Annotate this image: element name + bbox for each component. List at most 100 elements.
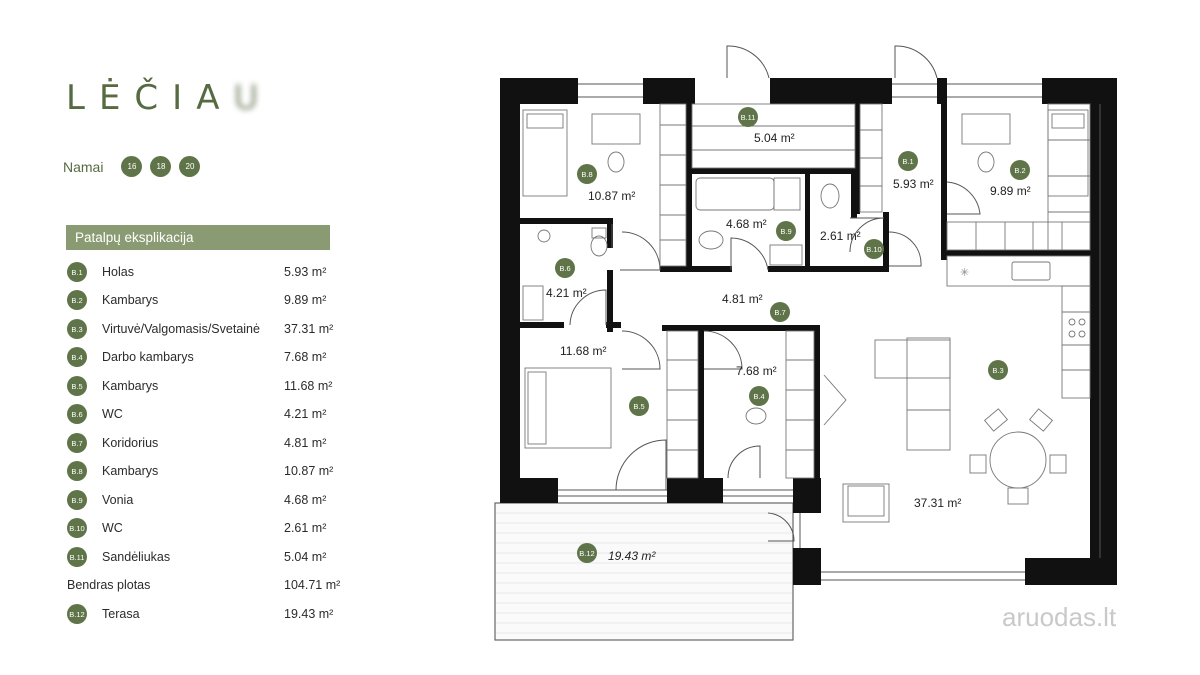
legend-row: B.10 WC 2.61 m² (67, 518, 347, 538)
room-code-badge: B.2 (67, 290, 87, 310)
room-name: Virtuvė/Valgomasis/Svetainė (102, 322, 260, 336)
room-code-badge: B.8 (67, 461, 87, 481)
outer-walls (500, 78, 1117, 585)
room-area-label: 11.68 m² (560, 344, 606, 358)
room-area-label: 4.81 m² (722, 292, 763, 306)
house-badge-16[interactable]: 16 (121, 156, 143, 177)
room-badge-code: B.4 (753, 392, 764, 401)
inner-walls (520, 104, 1090, 483)
room-badge (629, 396, 649, 416)
room-code-badge: B.9 (67, 490, 87, 510)
room-badge-code: B.12 (579, 549, 594, 558)
legend-row: B.11 Sandėliukas 5.04 m² (67, 547, 347, 567)
living-furniture (823, 337, 1067, 523)
room-badge-code: B.8 (581, 170, 592, 179)
room-code-badge: B.7 (67, 433, 87, 453)
room-name: Kambarys (102, 379, 159, 393)
room-area: 37.31 m² (284, 322, 334, 336)
legend-row: B.4 Darbo kambarys 7.68 m² (67, 347, 347, 367)
room-area-label: 4.21 m² (546, 286, 587, 300)
room-badge-code: B.2 (1014, 166, 1025, 175)
room-area-label: 37.31 m² (914, 496, 961, 510)
room-code-badge: B.1 (67, 262, 87, 282)
window-lines (558, 83, 1101, 581)
room-area-label: 9.89 m² (990, 184, 1031, 198)
house-selector-label: Namai (63, 158, 104, 175)
room-area: 4.68 m² (284, 493, 327, 507)
logo-text: LĖČIA (66, 78, 234, 118)
room-badge-code: B.1 (902, 157, 913, 166)
room-code-badge: B.11 (67, 547, 87, 567)
room-area-label: 10.87 m² (588, 189, 635, 203)
room-badge-code: B.9 (780, 227, 791, 236)
room-badge (864, 239, 884, 259)
room-badge (577, 164, 597, 184)
room-name: Sandėliukas (102, 550, 171, 564)
house-badge-20[interactable]: 20 (179, 156, 201, 177)
svg-text:✳: ✳ (960, 266, 969, 279)
room-badge (988, 360, 1008, 380)
legend-total-row: Bendras plotas 104.71 m² (67, 575, 347, 595)
room-area-label: 2.61 m² (820, 229, 861, 243)
room-area: 7.68 m² (284, 350, 327, 364)
room-name: Vonia (102, 493, 134, 507)
room-badge (738, 107, 758, 127)
room-badge (1010, 160, 1030, 180)
room-area: 10.87 m² (284, 464, 334, 478)
kitchen-counter: ✳ (946, 255, 1091, 399)
logo-faded-letter: U (233, 78, 273, 118)
room-area-label: 7.68 m² (736, 364, 777, 378)
room-badge-code: B.6 (559, 264, 570, 273)
room-area: 19.43 m² (284, 607, 334, 621)
door-swings (569, 45, 981, 542)
legend-row: B.8 Kambarys 10.87 m² (67, 461, 347, 481)
house-badge-18[interactable]: 18 (150, 156, 172, 177)
legend-row: B.7 Koridorius 4.81 m² (67, 433, 347, 453)
room-code-badge: B.12 (67, 604, 87, 624)
room-badge (749, 386, 769, 406)
room-name: Holas (102, 265, 134, 279)
room-badge (770, 302, 790, 322)
brand-logo: LĖČIAU (66, 78, 272, 118)
room-badge-code: B.10 (866, 245, 881, 254)
legend-row: B.9 Vonia 4.68 m² (67, 490, 347, 510)
beds (522, 109, 1089, 449)
room-area: 4.81 m² (284, 436, 327, 450)
room-name: Kambarys (102, 293, 159, 307)
room-area: 11.68 m² (284, 379, 333, 393)
legend-row: B.1 Holas 5.93 m² (67, 262, 347, 282)
sanitary-fixtures (522, 113, 1011, 425)
room-badge-code: B.11 (741, 113, 756, 122)
room-code-badge: B.4 (67, 347, 87, 367)
legend-row: B.3 Virtuvė/Valgomasis/Svetainė 37.31 m² (67, 319, 347, 339)
room-area: 5.04 m² (284, 550, 327, 564)
room-name: Terasa (102, 607, 140, 621)
legend-title: Patalpų eksplikacija (66, 225, 330, 250)
room-badge-code: B.5 (633, 402, 644, 411)
room-name: Koridorius (102, 436, 159, 450)
legend-terrace-row: B.12 Terasa 19.43 m² (67, 604, 347, 624)
room-badge-code: B.7 (774, 308, 785, 317)
room-code-badge: B.3 (67, 319, 87, 339)
room-badge (577, 543, 597, 563)
closets (659, 103, 1091, 479)
room-name: WC (102, 407, 123, 421)
room-badge (898, 151, 918, 171)
legend-row: B.6 WC 4.21 m² (67, 404, 347, 424)
room-labels: B.15.93 m²B.29.89 m²B.337.31 m²B.47.68 m… (546, 107, 1031, 563)
room-area: 9.89 m² (284, 293, 327, 307)
room-area-label: 4.68 m² (726, 217, 767, 231)
room-badge (555, 258, 575, 278)
legend-row: B.5 Kambarys 11.68 m² (67, 376, 347, 396)
room-area-label: 5.93 m² (893, 177, 934, 191)
room-area: 4.21 m² (284, 407, 327, 421)
room-code-badge: B.5 (67, 376, 87, 396)
room-area: 5.93 m² (284, 265, 327, 279)
room-code-badge: B.6 (67, 404, 87, 424)
room-badge (776, 221, 796, 241)
total-label: Bendras plotas (67, 578, 151, 592)
watermark: aruodas.lt (1002, 602, 1117, 632)
room-name: WC (102, 521, 123, 535)
room-name: Kambarys (102, 464, 159, 478)
